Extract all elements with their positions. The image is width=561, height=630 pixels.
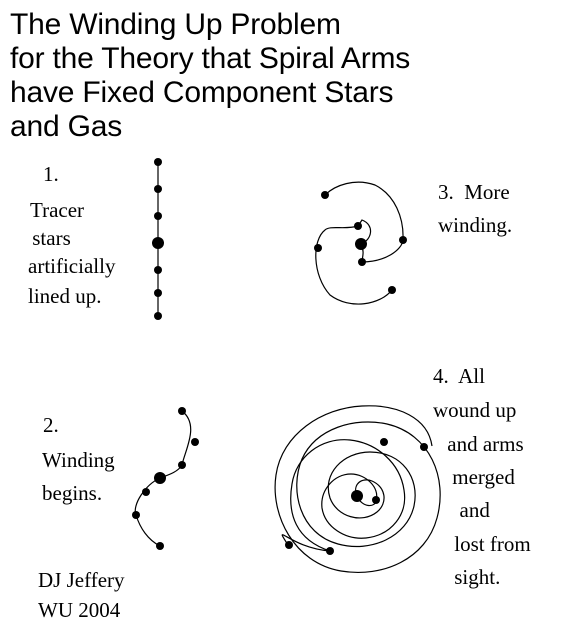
panel-2-tracer-star	[142, 488, 150, 496]
credit-author: DJ Jeffery	[38, 568, 125, 592]
panel-4-text-line-2: wound up	[433, 398, 517, 422]
panel-3-tracer-star	[399, 236, 407, 244]
panel-4-tracer-star	[380, 438, 388, 446]
panel-3-tracer-star	[321, 191, 329, 199]
panel-4-tracer-star	[420, 443, 428, 451]
panel-4-text-line-6: lost from	[449, 532, 531, 556]
title-line-2: for the Theory that Spiral Arms	[10, 42, 411, 75]
panel-1-tracer-star	[154, 312, 162, 320]
panel-2-tracer-star	[156, 542, 164, 550]
panel-3-text-line-2: winding.	[438, 213, 513, 237]
panel-2-tracer-star	[191, 438, 199, 446]
panel-3-tracer-star	[388, 286, 396, 294]
panel-1-text-line-3: artificially	[28, 254, 116, 278]
panel-4-center-star	[351, 490, 363, 502]
panel-3-tracer-star	[314, 244, 322, 252]
panel-4-spiral-arm-a	[274, 405, 441, 573]
panel-4-tracer-star	[372, 496, 380, 504]
panel-1-center-star	[152, 237, 164, 249]
panel-2-tracer-star	[178, 461, 186, 469]
panel-1-tracer-star	[154, 212, 162, 220]
panel-1-tracer-star	[154, 158, 162, 166]
panel-4-spiral-arm-b	[290, 439, 406, 552]
panel-1-tracer-star	[154, 266, 162, 274]
panel-2-tracer-star	[132, 511, 140, 519]
panel-4-text-line-4: merged	[447, 465, 515, 489]
panel-2-number: 2.	[43, 413, 59, 437]
panel-3-tracer-star	[354, 222, 362, 230]
panel-4-spiral-arm-tail	[281, 534, 331, 552]
panel-3-spiral-arm-b	[324, 181, 404, 263]
panel-2-center-star	[154, 472, 166, 484]
panel-2-text-line-1: Winding	[42, 448, 115, 472]
panel-1-text-line-2: stars	[27, 226, 71, 250]
panel-3-tracer-star	[358, 258, 366, 266]
panel-1-number: 1.	[43, 162, 59, 186]
title-line-3: have Fixed Component Stars	[10, 76, 394, 109]
panel-4-text-line-5: and	[449, 498, 490, 522]
panel-1-text-line-4: lined up.	[28, 284, 102, 308]
panel-3-center-star	[355, 238, 367, 250]
panel-3-text-line-1: 3. More	[438, 180, 510, 204]
panel-2-tracer-star	[178, 407, 186, 415]
panel-4-text-line-3: and arms	[442, 432, 524, 456]
panel-4-tracer-star	[326, 547, 334, 555]
panel-1-tracer-star	[154, 185, 162, 193]
credit-year: WU 2004	[38, 598, 121, 622]
panel-3-spiral-arm-a	[315, 219, 393, 305]
panel-1-tracer-star	[154, 289, 162, 297]
panel-4-text-line-1: 4. All	[433, 364, 485, 388]
title-line-4: and Gas	[10, 110, 123, 143]
panel-1-text-line-1: Tracer	[30, 198, 85, 222]
panel-4-text-line-7: sight.	[449, 565, 501, 589]
panel-4-tracer-star	[285, 541, 293, 549]
panel-2-text-line-2: begins.	[42, 481, 103, 505]
title-line-1: The Winding Up Problem	[10, 8, 341, 41]
